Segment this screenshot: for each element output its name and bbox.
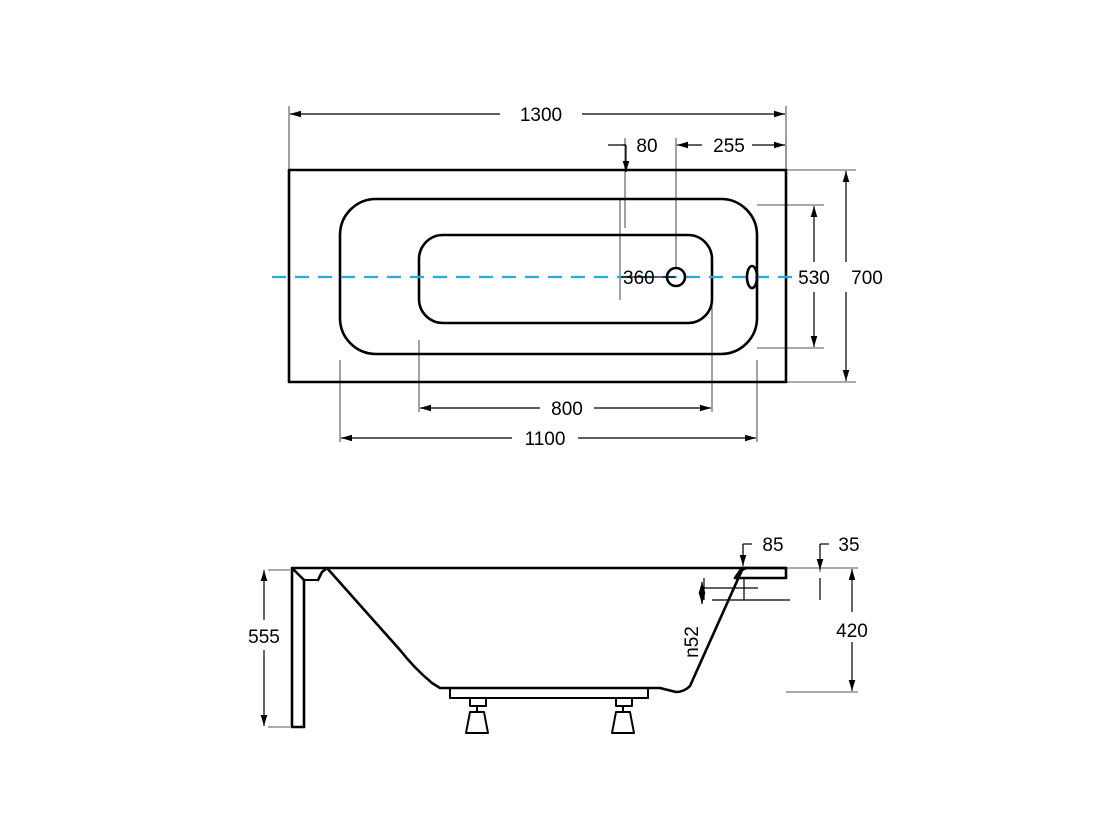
dimension-label-1100: 1100 (525, 429, 566, 450)
dimension-1100: 1100 (341, 429, 756, 450)
dimension-label-360: 360 (623, 268, 655, 289)
dimension-80: 80 (608, 136, 658, 172)
dimension-label-700: 700 (851, 268, 883, 289)
dimension-label-n52: n52 (682, 626, 703, 658)
dimension-530: 530 (798, 206, 830, 347)
plan-bowl-floor (417, 233, 714, 325)
side-tub-profile (316, 566, 748, 694)
side-base-board (449, 688, 649, 699)
dimension-label-35: 35 (838, 535, 859, 556)
dimension-555: 555 (248, 570, 280, 726)
dimension-label-530: 530 (798, 268, 830, 289)
dimension-label-1300: 1300 (520, 105, 562, 126)
side-front-panel (290, 566, 306, 729)
dimension-label-800: 800 (551, 399, 583, 420)
dimension-35: 35 (816, 535, 860, 570)
dimension-800: 800 (420, 399, 711, 420)
side-view: 555 85 35 (248, 535, 868, 734)
side-right-rim (733, 566, 788, 580)
dimension-420: 420 (836, 569, 868, 691)
dimension-label-255: 255 (713, 136, 745, 157)
dimension-255: 255 (677, 136, 785, 157)
dimension-360: 360 (621, 268, 675, 289)
plan-extension-lines (288, 106, 856, 442)
side-detail-ticks (700, 578, 821, 601)
dimension-label-80: 80 (636, 136, 657, 157)
overflow-hole-icon (745, 264, 759, 290)
plan-view: 1300 80 255 360 (272, 105, 883, 450)
dimension-85: 85 (739, 535, 784, 566)
dimension-label-85: 85 (762, 535, 783, 556)
dimension-label-555: 555 (248, 627, 280, 648)
side-extension-lines (268, 544, 858, 728)
dimension-n52: n52 (682, 582, 706, 658)
support-foot-left (465, 697, 489, 734)
support-foot-right (611, 697, 635, 734)
dimension-700: 700 (842, 171, 883, 381)
dimension-overall-length: 1300 (290, 105, 785, 126)
dimension-label-420: 420 (836, 621, 868, 642)
